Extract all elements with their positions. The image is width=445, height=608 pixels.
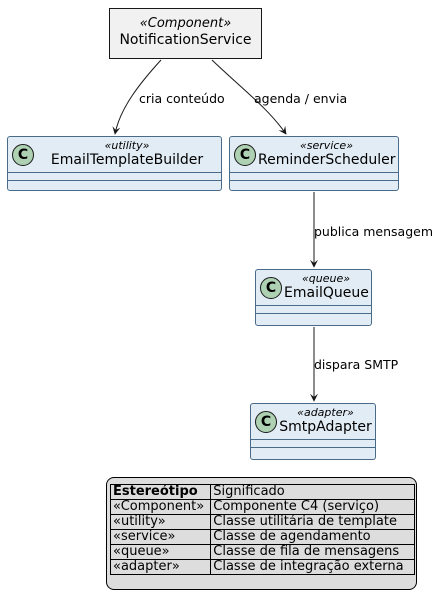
edge-label-publishes-message: publica mensagem	[314, 224, 434, 239]
class-badge-icon: C	[234, 144, 256, 166]
legend-meaning-cell: Componente C4 (serviço)	[210, 499, 415, 515]
legend-meaning-cell: Classe de integração externa	[210, 559, 415, 575]
class-stereotype: «utility»	[104, 139, 150, 152]
class-badge-icon: C	[255, 411, 277, 433]
class-name: ReminderScheduler	[258, 152, 396, 168]
legend-header-meaning: Significado	[210, 484, 415, 500]
legend-row: «utility» Classe utilitária de template	[109, 514, 415, 530]
edge-label-creates-content: cria conteúdo	[139, 91, 225, 106]
class-badge-icon: C	[260, 277, 282, 299]
legend-stereotype-cell: «adapter»	[109, 559, 212, 575]
class-stereotype: «service»	[300, 139, 353, 152]
legend-stereotype-cell: «utility»	[109, 514, 212, 530]
legend-meaning-cell: Classe de agendamento	[210, 529, 415, 545]
legend-stereotype-cell: «Component»	[109, 499, 212, 515]
edge-creates-content	[112, 59, 162, 135]
class-email-template-builder[interactable]: C «utility» EmailTemplateBuilder	[7, 136, 222, 191]
legend: Estereótipo Significado «Component» Comp…	[106, 477, 417, 590]
class-name: EmailQueue	[284, 285, 369, 301]
class-reminder-scheduler[interactable]: C «service» ReminderScheduler	[229, 136, 399, 191]
class-attributes-section	[251, 440, 375, 448]
class-name: SmtpAdapter	[279, 419, 372, 435]
class-attributes-section	[256, 306, 371, 314]
legend-table: Estereótipo Significado «Component» Comp…	[109, 484, 415, 575]
class-name: EmailTemplateBuilder	[50, 152, 204, 168]
class-stereotype: «queue»	[301, 272, 351, 285]
legend-row: «queue» Classe de fila de mensagens	[109, 544, 415, 560]
class-email-queue[interactable]: C «queue» EmailQueue	[255, 269, 372, 326]
legend-header-row: Estereótipo Significado	[109, 484, 415, 500]
component-notification-service[interactable]: «Component» NotificationService	[109, 8, 262, 59]
legend-meaning-cell: Classe utilitária de template	[210, 514, 415, 530]
edge-schedules-sends	[211, 59, 287, 135]
class-stereotype: «adapter»	[297, 406, 354, 419]
legend-row: «service» Classe de agendamento	[109, 529, 415, 545]
class-attributes-section	[8, 173, 221, 181]
legend-stereotype-cell: «service»	[109, 529, 212, 545]
class-smtp-adapter[interactable]: C «adapter» SmtpAdapter	[250, 403, 376, 460]
class-attributes-section	[230, 173, 398, 181]
legend-row: «adapter» Classe de integração externa	[109, 559, 415, 575]
legend-row: «Component» Componente C4 (serviço)	[109, 499, 415, 515]
component-stereotype: «Component»	[139, 16, 232, 31]
edge-label-schedules-sends: agenda / envia	[254, 91, 348, 106]
component-name: NotificationService	[119, 32, 252, 48]
legend-stereotype-cell: «queue»	[109, 544, 212, 560]
edge-label-triggers-smtp: dispara SMTP	[314, 357, 399, 372]
legend-meaning-cell: Classe de fila de mensagens	[210, 544, 415, 560]
class-badge-icon: C	[12, 144, 34, 166]
legend-header-stereotype: Estereótipo	[109, 484, 212, 500]
